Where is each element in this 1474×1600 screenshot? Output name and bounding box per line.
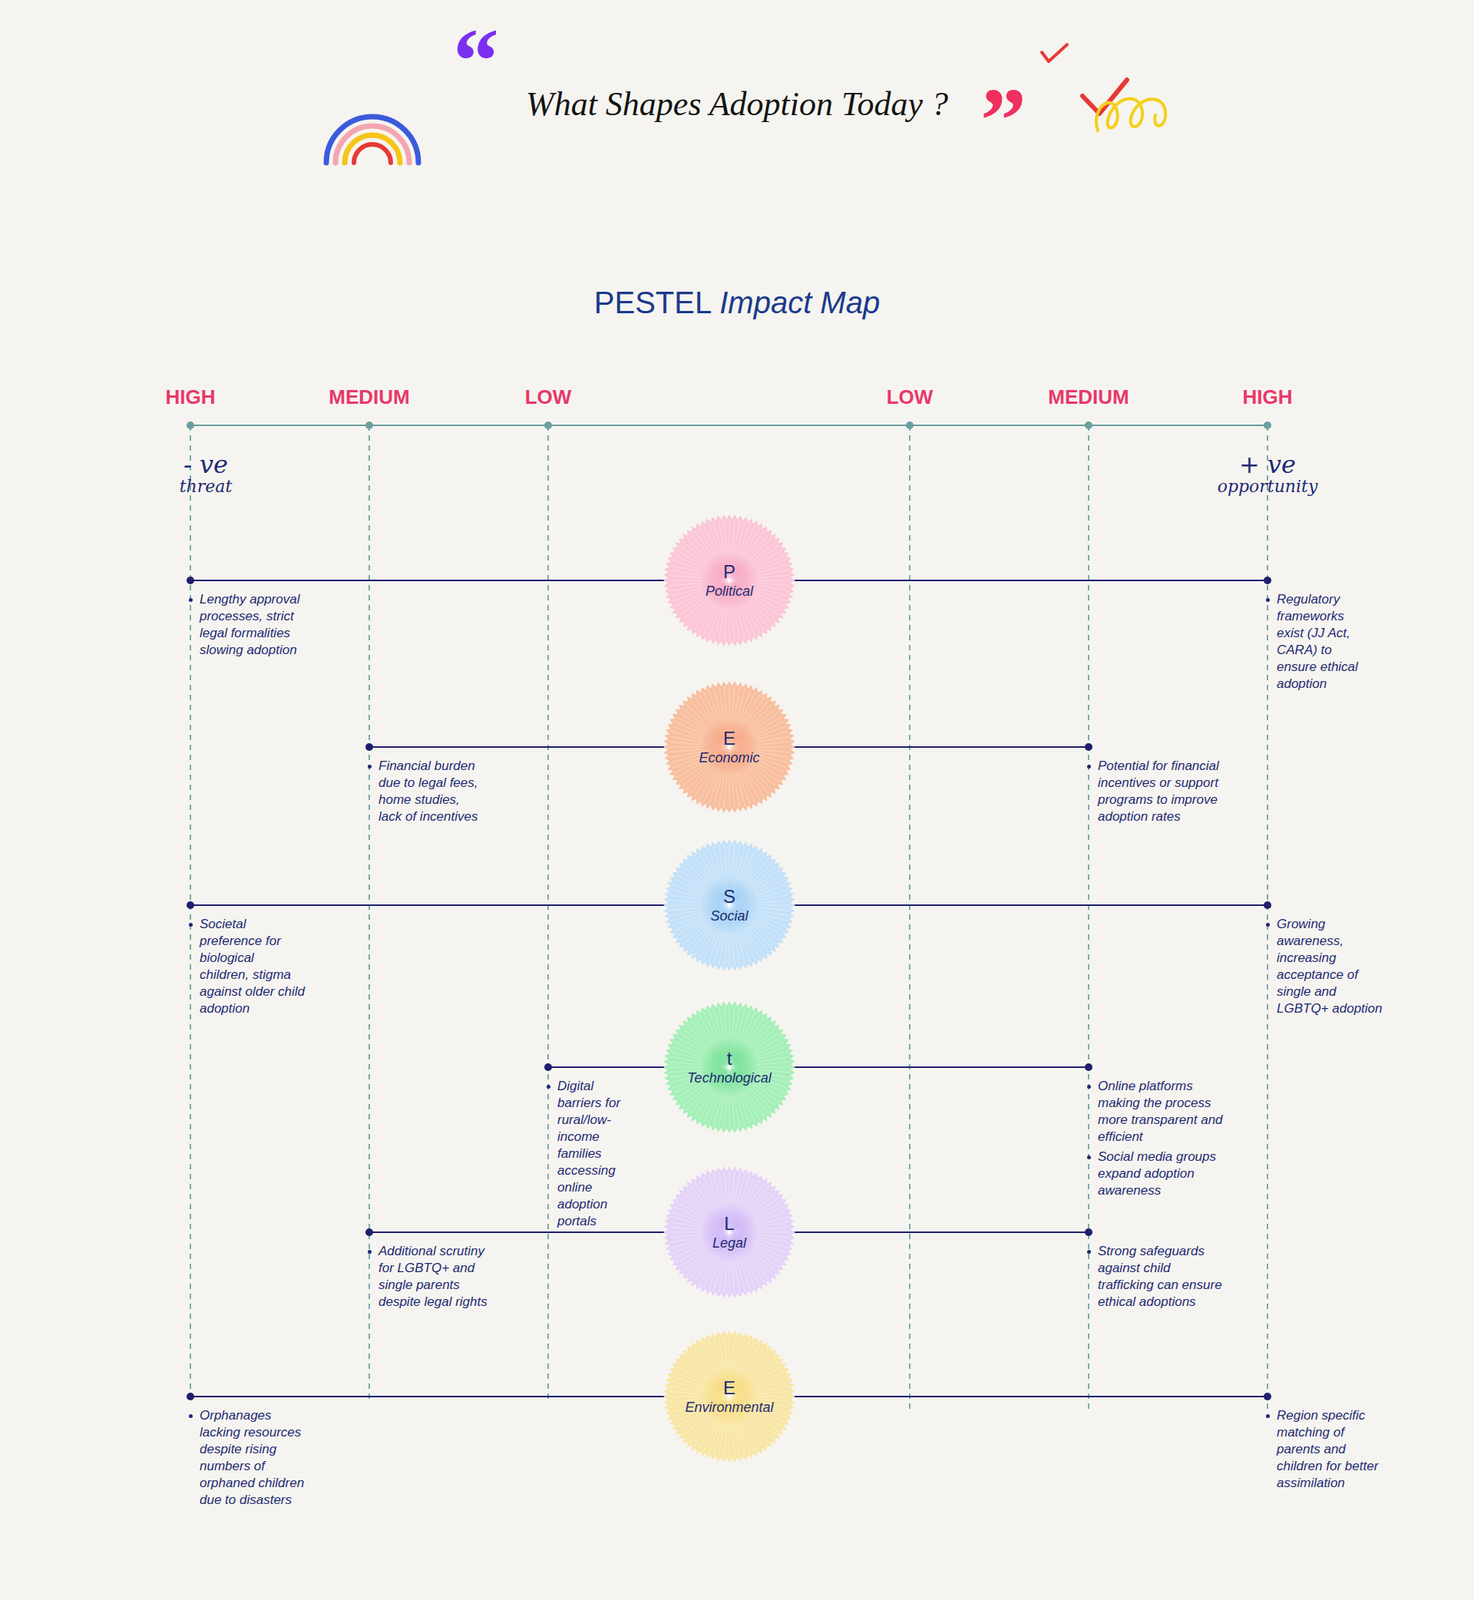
factor-note: Online platforms making the process more… <box>1085 1077 1224 1146</box>
impact-dot <box>1084 1063 1093 1071</box>
factor-note: Regulatory frameworks exist (JJ Act, CAR… <box>1264 591 1361 693</box>
factor-letter: t <box>727 1047 733 1070</box>
negative-mark: - ve <box>144 451 268 479</box>
pestel-burst: SSocial <box>663 839 796 972</box>
factor-name: Social <box>710 907 748 925</box>
impact-line <box>792 1231 1089 1233</box>
factor-note: Financial burden due to legal fees, home… <box>366 757 482 826</box>
factor-letter: E <box>723 1377 736 1399</box>
pestel-burst: PPolitical <box>663 514 796 647</box>
factor-note: Social media groups expand adoption awar… <box>1085 1148 1224 1200</box>
impact-line <box>369 1231 667 1233</box>
scale-dot <box>186 421 195 430</box>
scale-label: HIGH <box>1198 385 1337 410</box>
scale-guide <box>908 425 911 1412</box>
impact-line <box>792 1066 1089 1068</box>
scale-dot <box>1084 421 1093 430</box>
squiggle-illustration <box>1041 44 1166 131</box>
factor-note: Growing awareness, increasing acceptance… <box>1264 915 1384 1018</box>
scale-label: MEDIUM <box>1019 385 1158 410</box>
pestel-burst: EEconomic <box>663 680 796 814</box>
scale-guide <box>1087 425 1090 1412</box>
impact-line <box>190 1395 667 1398</box>
scale-label: LOW <box>840 385 979 410</box>
impact-dot <box>1263 576 1272 585</box>
scale-guide <box>1266 425 1269 1412</box>
factor-note: Region specific matching of parents and … <box>1264 1407 1384 1492</box>
impact-line <box>190 579 667 582</box>
factor-letter: E <box>723 727 736 750</box>
pestel-burst: tTechnological <box>663 1001 796 1134</box>
open-quote: “ <box>449 15 503 108</box>
factor-note: Orphanages lacking resources despite ris… <box>187 1407 314 1509</box>
impact-line <box>548 1066 667 1068</box>
pestel-burst: EEnvironmental <box>663 1330 796 1463</box>
impact-dot <box>544 1063 552 1071</box>
factor-note: Strong safeguards against child traffick… <box>1085 1242 1224 1311</box>
factor-name: Legal <box>712 1234 747 1252</box>
factor-note: Lengthy approval processes, strict legal… <box>187 591 303 659</box>
map-heading-italic: Impact Map <box>719 285 880 320</box>
scale-dot <box>365 421 374 430</box>
impact-line <box>792 579 1268 582</box>
positive-mark: + ve <box>1206 451 1329 479</box>
scale-dot <box>905 421 914 430</box>
impact-dot <box>186 1392 195 1401</box>
impact-dot <box>186 901 195 909</box>
impact-dot <box>1263 901 1272 909</box>
impact-line <box>369 746 667 748</box>
impact-dot <box>365 1228 374 1237</box>
impact-line <box>190 904 667 906</box>
scale-dot <box>544 421 552 430</box>
scale-label: MEDIUM <box>300 385 439 410</box>
opportunity-label: opportunity <box>1206 477 1329 496</box>
impact-dot <box>1084 743 1093 751</box>
factor-name: Economic <box>698 749 760 767</box>
factor-note: Potential for financial incentives or su… <box>1085 757 1224 826</box>
impact-line <box>792 746 1089 748</box>
factor-note: Societal preference for biological child… <box>187 915 307 1018</box>
impact-dot <box>1263 1392 1272 1401</box>
threat-label: threat <box>144 477 268 496</box>
factor-name: Environmental <box>684 1398 774 1416</box>
factor-note: Additional scrutiny for LGBTQ+ and singl… <box>366 1242 501 1311</box>
scale-guide <box>189 425 192 1399</box>
rainbow-illustration <box>326 116 419 163</box>
map-heading-main: PESTEL <box>594 285 712 320</box>
factor-name: Political <box>705 582 754 600</box>
pestel-burst: LLegal <box>663 1166 796 1299</box>
scale-axis <box>190 424 1268 427</box>
impact-dot <box>186 576 195 585</box>
impact-dot <box>1084 1228 1093 1237</box>
impact-line <box>792 1395 1268 1398</box>
scale-label: LOW <box>479 385 618 410</box>
map-heading: PESTELImpact Map <box>429 285 1045 321</box>
scale-dot <box>1263 421 1272 430</box>
page-title: What Shapes Adoption Today ? <box>506 84 968 124</box>
factor-note: Digital barriers for rural/low-income fa… <box>545 1077 642 1230</box>
factor-letter: L <box>723 1212 734 1235</box>
impact-dot <box>365 743 374 751</box>
close-quote: ” <box>976 74 1031 167</box>
scale-label: HIGH <box>121 385 260 410</box>
impact-line <box>792 904 1268 906</box>
factor-letter: S <box>723 885 736 908</box>
scale-guide <box>547 425 549 1399</box>
factor-name: Technological <box>687 1069 771 1087</box>
factor-letter: P <box>723 561 736 583</box>
